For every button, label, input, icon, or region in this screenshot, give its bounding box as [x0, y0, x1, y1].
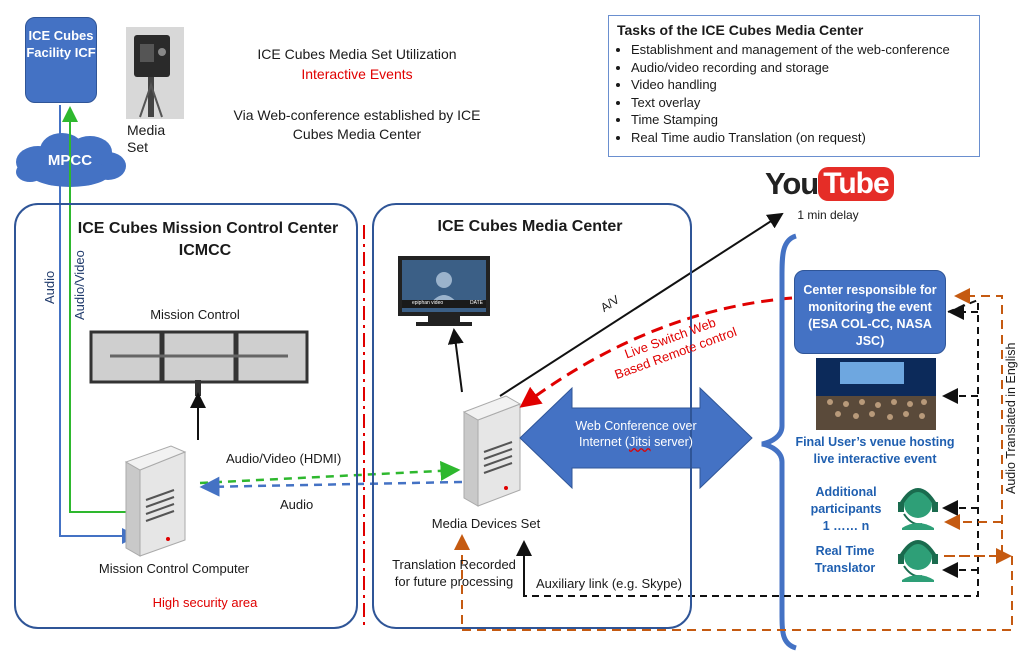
icf-label: ICE Cubes Facility ICF: [26, 28, 96, 60]
tasks-box: Tasks of the ICE Cubes Media Center Esta…: [608, 15, 980, 157]
live-switch-arrow: [519, 296, 793, 408]
media-devices-icon: [462, 395, 522, 507]
screen-brand: epiphan video: [412, 300, 444, 306]
monitoring-center-box: Center responsible for monitoring the ev…: [794, 270, 946, 354]
task-item: Time Stamping: [631, 111, 979, 129]
youtube-delay: 1 min delay: [797, 208, 859, 222]
task-item: Establishment and management of the web-…: [631, 41, 979, 59]
task-item: Video handling: [631, 76, 979, 94]
header-subtitle: Interactive Events: [301, 66, 413, 82]
icf-box: ICE Cubes Facility ICF: [25, 17, 97, 103]
screen-date: DATE: [470, 300, 483, 306]
tasks-list: Establishment and management of the web-…: [609, 41, 979, 146]
av-hdmi-dashed-arrow: [199, 460, 461, 485]
audio-dashed-arrow: [199, 476, 463, 497]
tasks-title: Tasks of the ICE Cubes Media Center: [617, 22, 864, 38]
av-to-youtube-arrow: [499, 212, 784, 397]
audio-video-vertical-label: Audio/Video: [72, 250, 87, 320]
youtube-you: You: [765, 166, 819, 201]
audio-video-link-line: [62, 106, 136, 513]
devices-to-screen-arrow: [447, 328, 464, 393]
audio-vertical-label: Audio: [42, 270, 57, 304]
translation-recorded-label: Translation Recorded for future processi…: [392, 557, 516, 589]
task-item: Audio/video recording and storage: [631, 59, 979, 77]
mission-control-label: Mission Control: [150, 307, 240, 322]
web-conference-text: Web Conference over Internet (: [575, 419, 697, 449]
venue-label: Final User’s venue hosting live interact…: [795, 435, 955, 466]
task-item: Text overlay: [631, 94, 979, 112]
high-security-label: High security area: [152, 595, 258, 610]
audio-translated-line: [944, 288, 1003, 557]
icmcc-short: ICMCC: [178, 242, 232, 259]
translator-label: Real Time Translator: [814, 544, 876, 575]
mission-control-computer-label: Mission Control Computer: [98, 561, 250, 576]
media-center-title: ICE Cubes Media Center: [437, 218, 623, 235]
header-title: ICE Cubes Media Set Utilization: [257, 46, 457, 62]
jitsi-label: Jitsi: [629, 435, 651, 449]
audio-video-hdmi-label: Audio/Video (HDMI): [226, 451, 342, 466]
recipients-brace: [761, 233, 797, 651]
auxiliary-link-label: Auxiliary link (e.g. Skype): [536, 576, 682, 591]
media-devices-label: Media Devices Set: [431, 516, 541, 531]
media-center-screen-icon: [398, 256, 490, 326]
translation-recording-line: [454, 534, 1013, 631]
media-center-panel: [372, 203, 692, 629]
header-via: Via Web-conference established by ICE Cu…: [233, 107, 481, 142]
participant-headset-icon: [898, 488, 938, 530]
mission-control-monitors: [89, 330, 309, 396]
web-conference-label: Web Conference over Internet (Jitsi serv…: [572, 418, 700, 450]
web-conference-arrow: [519, 386, 753, 490]
media-set-label: Media Set: [127, 122, 166, 155]
mpcc-label: MPCC: [47, 152, 93, 169]
audio-horizontal-label: Audio: [280, 497, 314, 512]
mission-control-computer-icon: [124, 445, 187, 557]
monitoring-center-label: Center responsible for monitoring the ev…: [803, 283, 937, 348]
translator-headset-icon: [898, 540, 938, 582]
additional-participants-label: Additional participants 1 …… n: [810, 485, 882, 533]
icmcc-panel: [14, 203, 358, 629]
task-item: Real Time audio Translation (on request): [631, 129, 979, 147]
mpcc-cloud: [16, 133, 126, 187]
youtube-tube: Tube: [818, 167, 894, 201]
icmcc-title: ICE Cubes Mission Control Center: [77, 220, 339, 237]
venue-photo: [816, 358, 936, 430]
media-set-photo: [126, 27, 184, 119]
auxiliary-link-line: [523, 298, 979, 597]
web-conference-text-end: server): [650, 435, 693, 449]
audio-link-line: [59, 105, 138, 544]
audio-translated-label: Audio Translated in English: [1004, 342, 1018, 494]
